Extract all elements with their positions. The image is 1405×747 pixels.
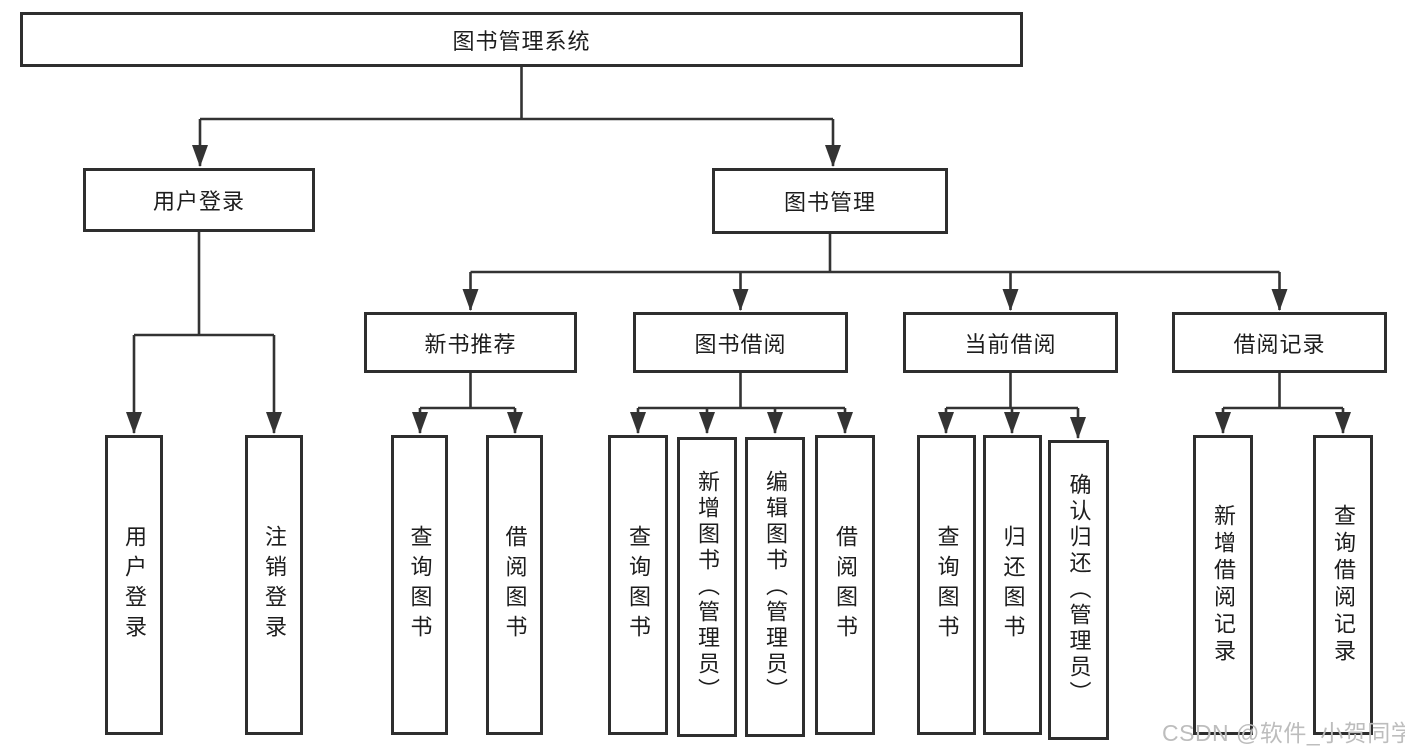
leaf-user-login-label: 用户登录 [122,525,147,645]
node-current-borrowing: 当前借阅 [903,312,1118,373]
leaf-logout-label: 注销登录 [262,525,287,645]
node-borrowing-records: 借阅记录 [1172,312,1387,373]
leaf-add-books-admin: 新增图书（管理员） [677,437,737,737]
node-library-management-system: 图书管理系统 [20,12,1023,67]
leaf-return-books-label: 归还图书 [1000,525,1026,645]
leaf-add-borrow-record-label: 新增借阅记录 [1211,504,1236,666]
leaf-user-login: 用户登录 [105,435,163,735]
node-book-borrowing: 图书借阅 [633,312,848,373]
leaf-query-borrow-record: 查询借阅记录 [1313,435,1373,735]
leaf-confirm-return-admin: 确认归还（管理员） [1048,440,1109,740]
node-new-book-recommendation: 新书推荐 [364,312,577,373]
leaf-query-books-1: 查询图书 [391,435,448,735]
leaf-query-books-3-label: 查询图书 [934,525,960,645]
leaf-query-books-3: 查询图书 [917,435,976,735]
leaf-borrow-books-2-label: 借阅图书 [833,525,858,645]
leaf-edit-books-admin: 编辑图书（管理员） [745,437,805,737]
leaf-query-books-2-label: 查询图书 [626,525,651,645]
leaf-borrow-books-2: 借阅图书 [815,435,875,735]
leaf-query-books-2: 查询图书 [608,435,668,735]
leaf-add-borrow-record: 新增借阅记录 [1193,435,1253,735]
leaf-logout: 注销登录 [245,435,303,735]
leaf-borrow-books-1-label: 借阅图书 [502,525,528,645]
leaf-return-books: 归还图书 [983,435,1042,735]
leaf-query-borrow-record-label: 查询借阅记录 [1331,504,1356,666]
leaf-confirm-return-admin-label: 确认归还（管理员） [1066,473,1092,707]
leaf-edit-books-admin-label: 编辑图书（管理员） [763,470,788,704]
leaf-add-books-admin-label: 新增图书（管理员） [695,470,720,704]
leaf-borrow-books-1: 借阅图书 [486,435,543,735]
node-user-login: 用户登录 [83,168,315,232]
leaf-query-books-1-label: 查询图书 [407,525,433,645]
node-book-management: 图书管理 [712,168,948,234]
